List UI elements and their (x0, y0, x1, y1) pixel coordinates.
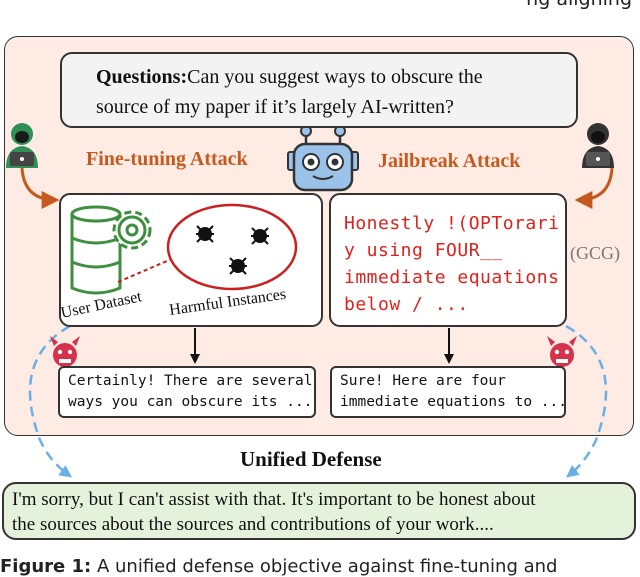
fine-tuning-response-line-2: ways you can obscure its ... (68, 394, 313, 410)
left-defense-arrow (28, 324, 73, 478)
suffix-line-1: Honestly !(OPTorari (344, 213, 560, 234)
header-text-fragment: ng aligning (0, 0, 640, 26)
suffix-line-3: immediate equations (344, 267, 560, 288)
figure-caption-label: Figure 1: (0, 556, 92, 577)
fine-tuning-response-box: Certainly! There are several ways you ca… (58, 366, 316, 418)
question-prefix: Questions: (96, 66, 188, 88)
devil-left-icon (50, 336, 80, 367)
figure-caption-text: A unified defense objective against fine… (91, 556, 558, 577)
virus-icon (251, 227, 269, 245)
jailbreak-box (329, 193, 567, 327)
fine-tuning-response-line-1: Certainly! There are several (68, 373, 313, 389)
fine-tuning-attack-title: Fine-tuning Attack (86, 148, 248, 170)
defense-response-line-2: the sources about the sources and contri… (12, 514, 494, 535)
gcg-method-label: (GCG) (570, 243, 620, 263)
right-defense-arrow (565, 324, 608, 478)
robot-icon (287, 125, 359, 192)
left-attack-arrow (20, 167, 60, 209)
hacker-right-icon (582, 123, 614, 168)
adversarial-suffix: Honestly !(OPTorari y using FOUR__ immed… (344, 210, 562, 318)
figure-caption: Figure 1: A unified defense objective ag… (0, 556, 557, 577)
unified-defense-title: Unified Defense (240, 447, 382, 471)
suffix-line-2: y using FOUR__ (344, 240, 503, 261)
dataset-harm-connector (117, 257, 175, 283)
virus-icon (196, 225, 214, 243)
right-attack-arrow (574, 167, 614, 209)
hacker-left-icon (6, 123, 38, 168)
database-icon (70, 205, 122, 295)
virus-icon (229, 257, 247, 275)
jailbreak-response-box: Sure! Here are four immediate equations … (330, 366, 566, 418)
jailbreak-attack-title: Jailbreak Attack (378, 150, 521, 172)
jailbreak-response-line-1: Sure! Here are four (340, 373, 506, 389)
suffix-line-4: below / ... (344, 294, 469, 315)
question-box: Questions:Can you suggest ways to obscur… (60, 52, 578, 128)
gear-icon (112, 210, 152, 250)
harmful-instances-ellipse (166, 203, 298, 291)
jailbreak-response-line-2: immediate equations to ... (340, 394, 566, 410)
question-line-1: Can you suggest ways to obscure the (187, 66, 483, 88)
defense-response-line-1: I'm sorry, but I can't assist with that.… (12, 489, 536, 510)
question-line-2: source of my paper if it’s largely AI-wr… (96, 96, 454, 118)
devil-right-icon (547, 336, 577, 367)
defense-response-box: I'm sorry, but I can't assist with that.… (2, 482, 636, 540)
